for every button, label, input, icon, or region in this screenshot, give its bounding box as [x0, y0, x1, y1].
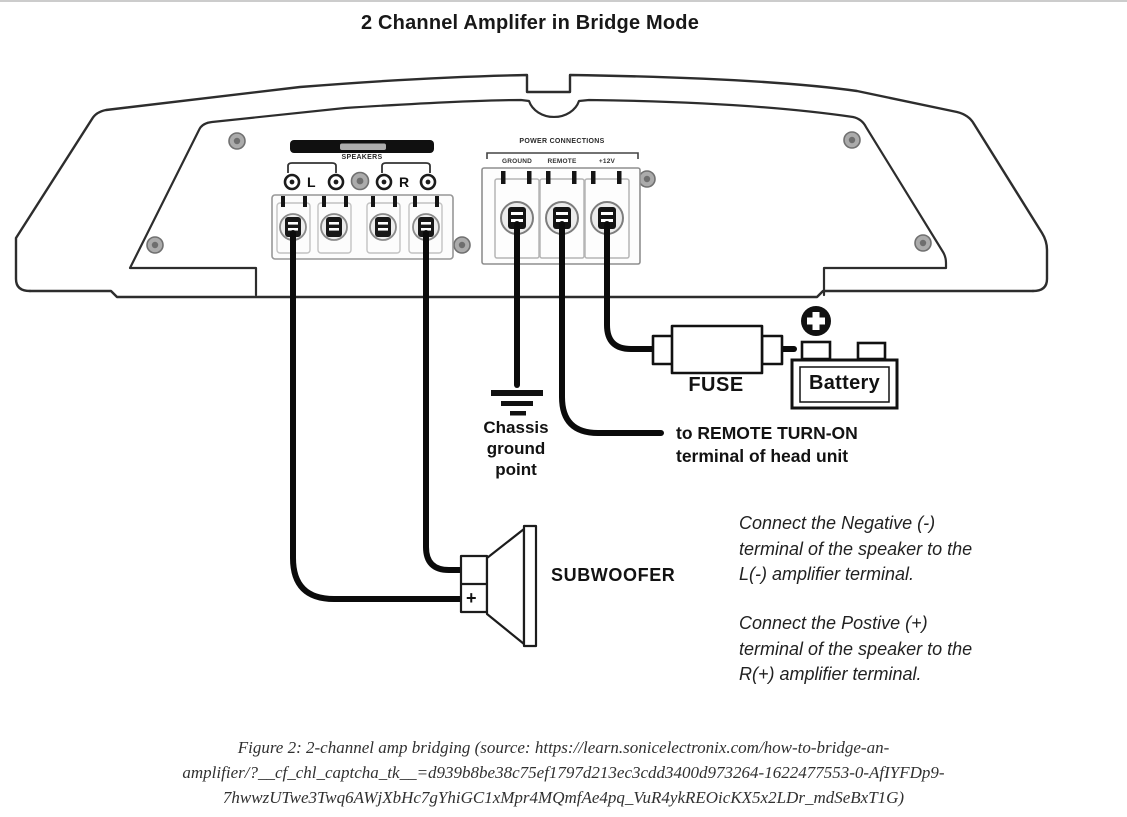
battery-label: Battery	[808, 372, 881, 394]
battery-positive-icon	[801, 306, 831, 336]
power-connections-section	[481, 152, 641, 265]
right-channel-label: R	[399, 174, 410, 190]
screw-icon	[914, 234, 932, 252]
fuse-label: FUSE	[688, 374, 744, 396]
chassis-outer-outline	[14, 73, 1049, 293]
chassis-inner-outline	[128, 98, 948, 297]
power-header-bracket	[486, 152, 639, 159]
battery-inner-frame	[799, 366, 890, 403]
screw-icon	[228, 132, 246, 150]
fuse-icon	[651, 324, 784, 375]
battery-terminal-right	[856, 341, 887, 361]
wire-remote	[559, 221, 664, 436]
screw-icon	[146, 236, 164, 254]
subwoofer-label: SUBWOOFER	[551, 565, 676, 585]
speaker-header-bar-text-blur	[340, 143, 386, 150]
speaker-terminal-clamps	[279, 213, 440, 241]
left-pair-bracket	[287, 162, 337, 173]
speakers-section-label: SPEAKERS	[341, 153, 383, 161]
chassis-ground-icon	[491, 390, 543, 416]
wire-left-speaker	[290, 230, 463, 602]
battery-terminal-left	[800, 340, 832, 361]
battery-body	[790, 358, 899, 410]
ground-terminal-label: GROUND	[501, 158, 533, 165]
power-terminal-clamps	[500, 201, 624, 235]
chassis-ground-label: Chassis ground point	[483, 418, 549, 479]
speaker-terminal-ticks	[281, 196, 439, 207]
wire-12v	[604, 221, 656, 352]
note-positive-terminal: Connect the Postive (+) terminal of the …	[739, 613, 973, 684]
subwoofer-icon	[459, 524, 538, 648]
chassis-bottom-edge	[28, 289, 1035, 299]
wire-right-speaker	[423, 230, 464, 573]
screw-icon	[638, 170, 656, 188]
wires	[290, 221, 797, 602]
remote-terminal-label: REMOTE	[547, 158, 577, 165]
battery-icon	[790, 306, 899, 410]
plus12v-terminal-label: +12V	[598, 158, 616, 165]
remote-turn-on-label: to REMOTE TURN-ON terminal of head unit	[676, 423, 858, 466]
right-pair-bracket	[381, 162, 431, 173]
amplifier-chassis	[14, 73, 1049, 299]
note-negative-terminal: Connect the Negative (-) terminal of the…	[739, 513, 973, 584]
subwoofer-positive-mark: +	[466, 588, 477, 608]
screw-icon	[350, 171, 370, 191]
power-terminal-ticks	[501, 171, 622, 184]
subwoofer-front-board	[522, 524, 538, 648]
figure-caption: Figure 2: 2-channel amp bridging (source…	[182, 738, 945, 807]
speaker-terminal-block	[271, 194, 454, 260]
chassis-screws	[146, 131, 932, 254]
screw-icon	[453, 236, 471, 254]
speaker-polarity-dots	[289, 179, 431, 185]
subwoofer-cone	[485, 527, 526, 646]
screw-icon	[843, 131, 861, 149]
diagram-title: 2 Channel Amplifer in Bridge Mode	[360, 12, 700, 34]
top-border-line	[0, 0, 1127, 2]
speaker-terminal-section	[271, 140, 454, 260]
left-channel-label: L	[307, 174, 316, 190]
power-connections-label: POWER CONNECTIONS	[519, 138, 605, 145]
